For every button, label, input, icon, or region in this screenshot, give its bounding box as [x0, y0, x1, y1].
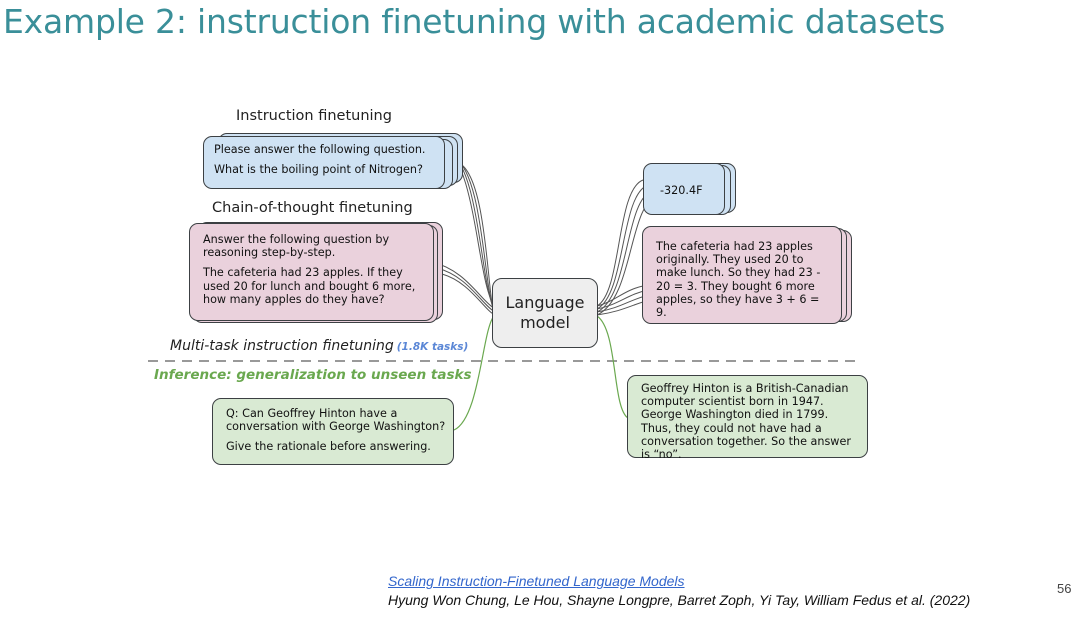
multitask-text: Multi-task instruction finetuning	[170, 338, 394, 354]
language-model-label: Language model	[505, 293, 585, 332]
cot-input-card	[189, 223, 434, 321]
cot-input-text: Answer the following question by reasoni…	[203, 233, 418, 306]
instruction-input-card	[203, 136, 445, 189]
multitask-count: (1.8K tasks)	[396, 341, 469, 353]
cot-output-text: The cafeteria had 23 apples originally. …	[656, 240, 821, 320]
inference-input-line: Give the rationale before answering.	[226, 440, 431, 454]
paper-authors: Hyung Won Chung, Le Hou, Shayne Longpre,…	[388, 592, 971, 608]
inference-output-card	[627, 375, 868, 458]
multitask-label: Multi-task instruction finetuning(1.8K t…	[170, 338, 468, 354]
instruction-output-text: -320.4F	[660, 184, 703, 197]
instruction-input-line: What is the boiling point of Nitrogen?	[214, 163, 423, 177]
instruction-finetuning-heading: Instruction finetuning	[236, 108, 392, 124]
inference-input-line: Q: Can Geoffrey Hinton have a conversati…	[226, 407, 446, 434]
inference-output-text: Geoffrey Hinton is a British-Canadian co…	[641, 382, 851, 462]
cot-finetuning-heading: Chain-of-thought finetuning	[212, 200, 413, 216]
slide-title: Example 2: instruction finetuning with a…	[3, 2, 946, 41]
inference-input-text: Q: Can Geoffrey Hinton have a conversati…	[226, 407, 448, 454]
cot-input-line: Answer the following question by reasoni…	[203, 233, 390, 260]
inference-label: Inference: generalization to unseen task…	[154, 367, 472, 383]
inference-input-card	[212, 398, 454, 465]
instruction-output-card	[643, 163, 725, 215]
instruction-input-line: Please answer the following question.	[214, 143, 426, 156]
instruction-input-text: Please answer the following question. Wh…	[214, 143, 439, 176]
cot-output-card	[642, 226, 842, 324]
language-model-box: Language model	[492, 278, 598, 348]
page-number: 56	[1057, 581, 1072, 596]
cot-input-line: The cafeteria had 23 apples. If they use…	[203, 266, 416, 306]
paper-link[interactable]: Scaling Instruction-Finetuned Language M…	[388, 573, 685, 589]
